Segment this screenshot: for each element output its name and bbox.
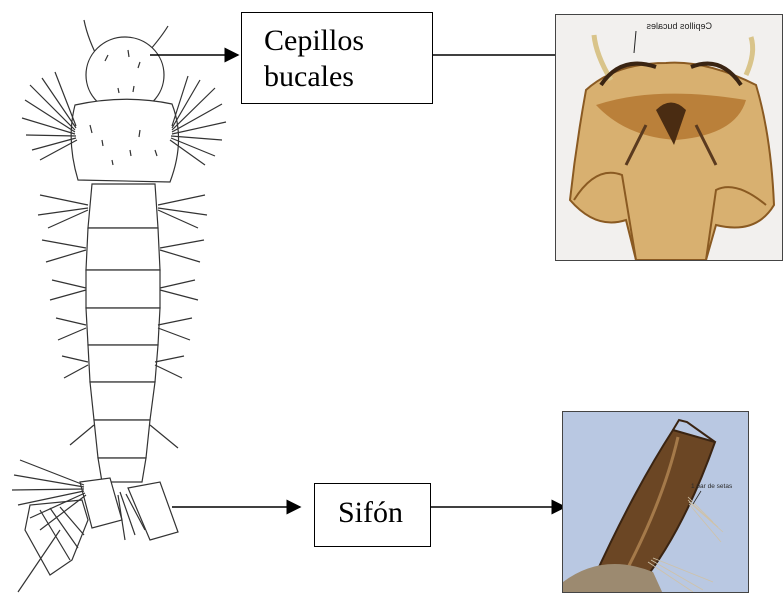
larva-thorax — [71, 99, 178, 182]
abdomen-segments — [86, 184, 160, 482]
photo-bottom-caption: 1 par de setas — [691, 483, 733, 490]
label-box-siphon: Sifón — [314, 483, 431, 547]
photo-siphon: 1 par de setas — [562, 411, 749, 593]
label-mouth-brushes-line2: bucales — [264, 59, 432, 95]
siphon-tissue — [563, 420, 723, 593]
photo-mouth-brushes: Cepillos bucales — [555, 14, 783, 261]
label-siphon: Sifón — [338, 495, 430, 531]
antenna-right — [150, 26, 168, 50]
thorax-bristles-left — [22, 72, 77, 160]
mouth-brushes-tissue — [570, 35, 774, 260]
label-mouth-brushes-line1: Cepillos — [264, 23, 432, 59]
larva-drawing — [12, 20, 226, 592]
thorax-bristles-right — [170, 76, 226, 165]
photo-top-caption: Cepillos bucales — [646, 21, 712, 31]
label-box-mouth-brushes: Cepillos bucales — [241, 12, 433, 104]
